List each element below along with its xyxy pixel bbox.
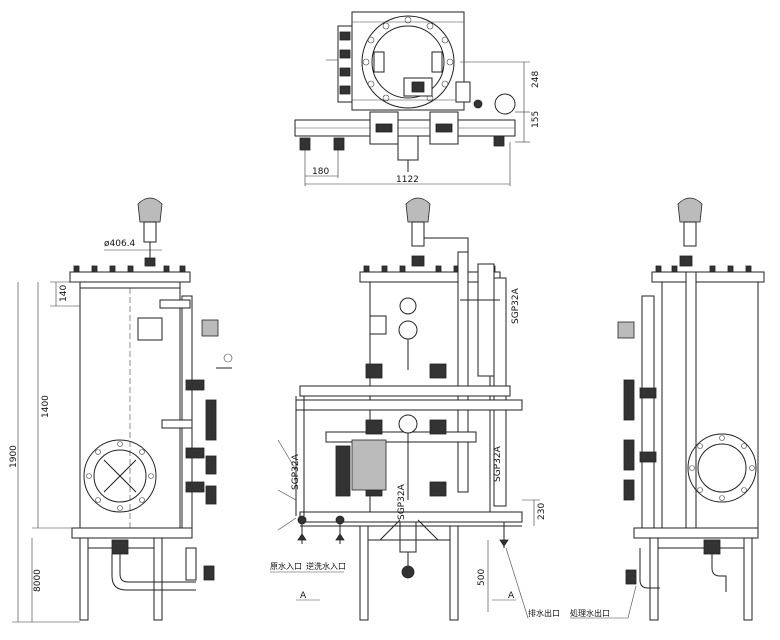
right-valve-stack (617, 321, 657, 501)
left-manhole-bolts (86, 441, 154, 511)
right-flange-bolts (655, 265, 752, 273)
label-raw-water-inlet: 原水入口 (270, 561, 302, 571)
left-side-view: ø406.4 140 1400 1900 8000 (9, 197, 233, 623)
section-mark-right: A (508, 591, 515, 601)
front-view: A A 230 500 SGP32A SGP32A SGP32A SGP32A … (270, 197, 560, 621)
top-plan-view: 248 155 180 1122 (294, 11, 541, 186)
left-valve-stack (185, 379, 217, 505)
dim-155: 155 (531, 111, 541, 128)
dim-248: 248 (531, 71, 541, 88)
label-treated-outlet: 処理水出口 (570, 608, 610, 618)
dim-1122: 1122 (396, 175, 419, 185)
dim-140: 140 (59, 285, 69, 302)
dim-diameter: ø406.4 (104, 239, 136, 249)
pipe-label-sgp-left: SGP32A (291, 453, 301, 490)
dim-180: 180 (312, 167, 329, 177)
left-flange-bolts (73, 265, 186, 273)
pipe-label-sgp-right-mid: SGP32A (493, 445, 503, 482)
front-valve-cluster (335, 363, 447, 497)
dim-500: 500 (477, 569, 487, 586)
pipe-label-sgp-right-top: SGP32A (511, 287, 521, 324)
section-mark-left: A (300, 591, 307, 601)
right-manhole-bolts (689, 435, 755, 501)
right-side-view: 処理水出口 (570, 197, 765, 621)
label-backwash-inlet: 逆洗水入口 (306, 561, 346, 571)
label-drain-outlet: 排水出口 (528, 608, 560, 618)
dim-8000: 8000 (33, 569, 43, 592)
dim-230: 230 (537, 503, 547, 520)
pipe-label-sgp-center: SGP32A (397, 483, 407, 520)
dim-1900: 1900 (9, 445, 19, 468)
dim-1400: 1400 (41, 395, 51, 418)
front-flange-bolts (363, 265, 496, 273)
